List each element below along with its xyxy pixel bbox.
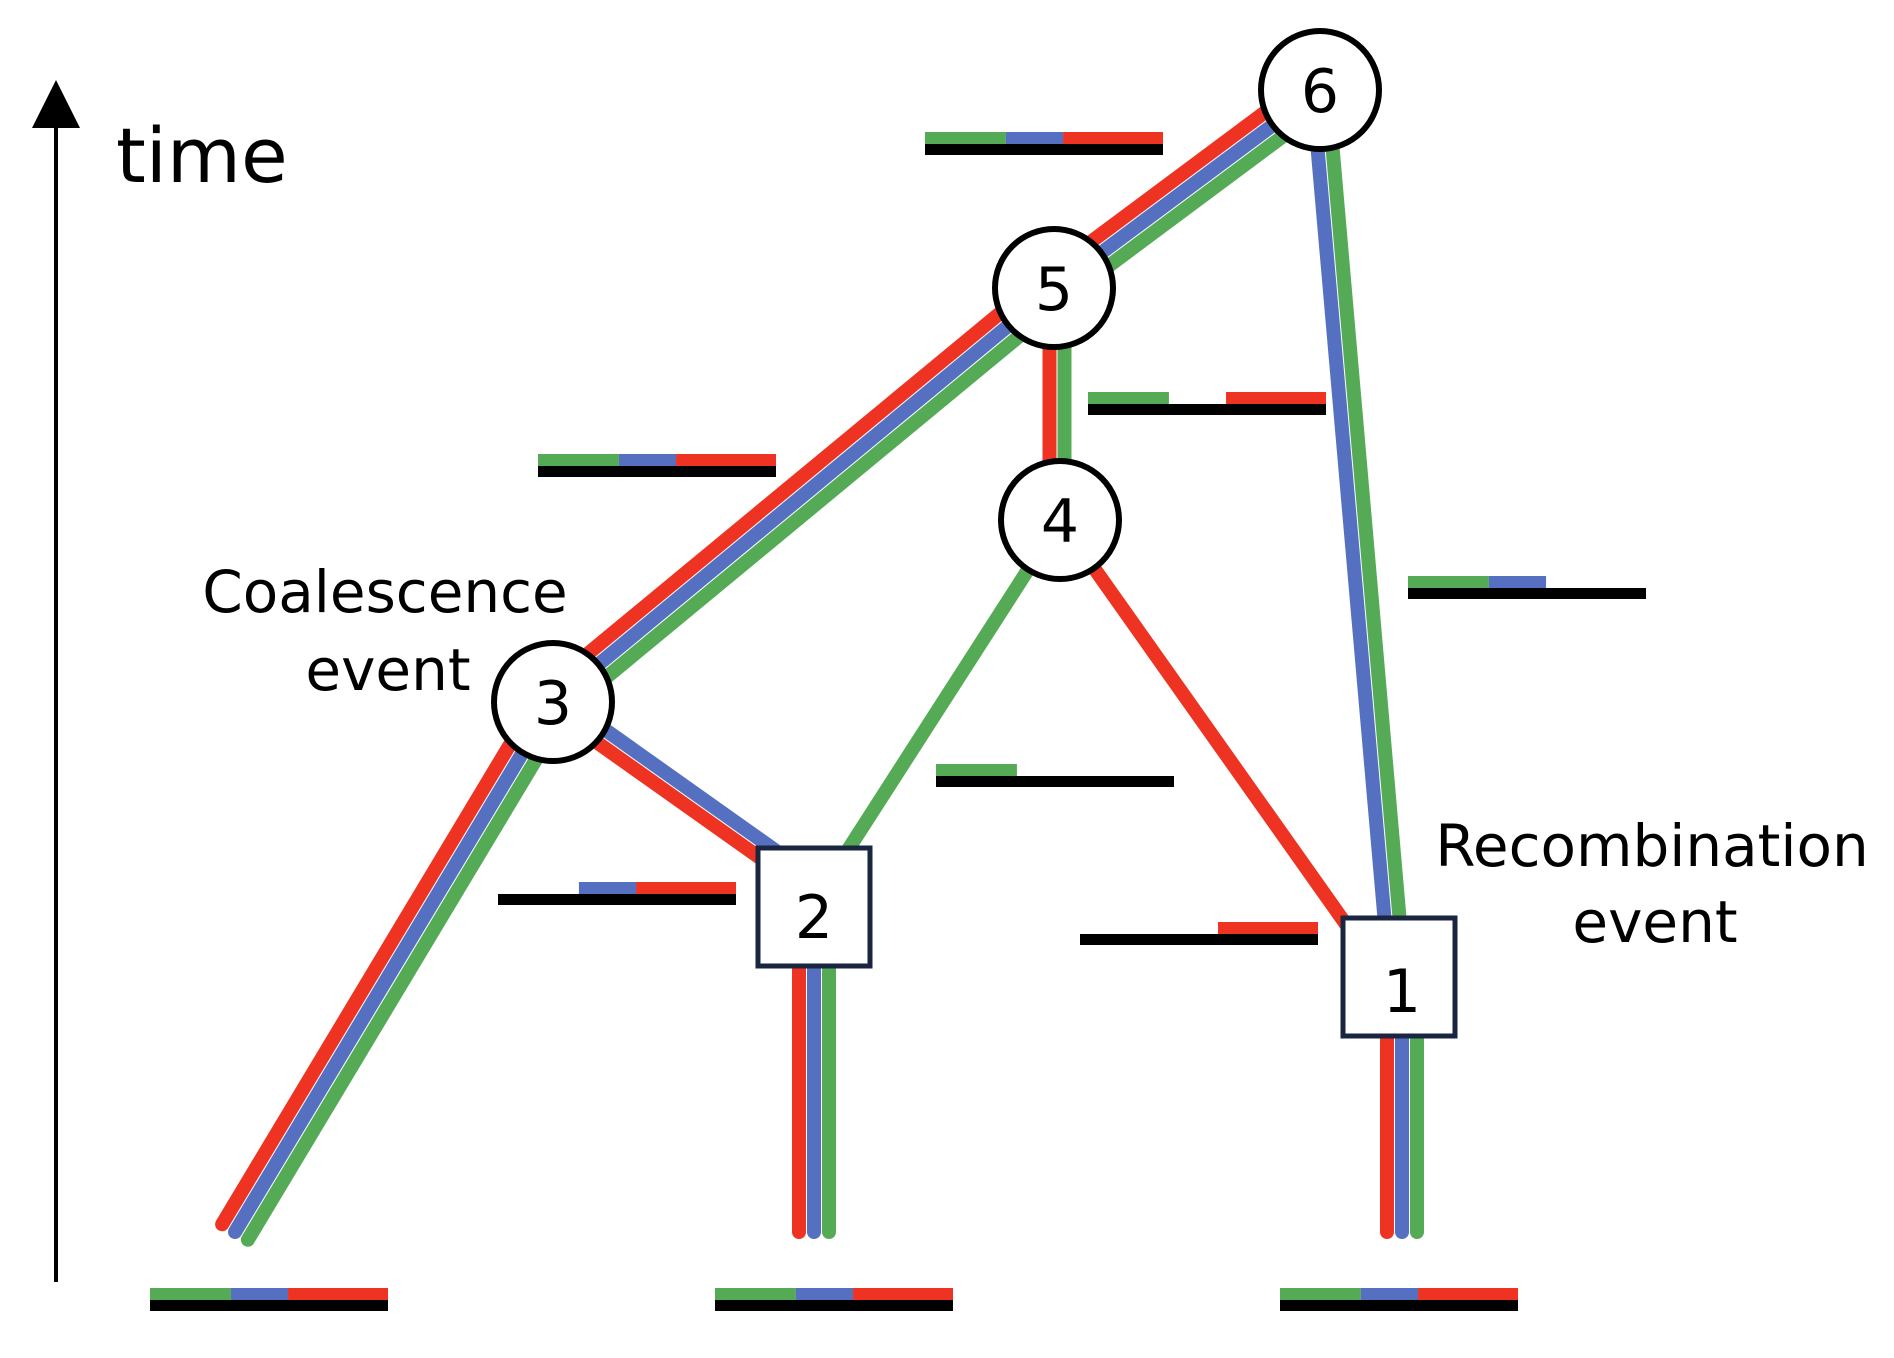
sequence-segment-sample-1-blue: [230, 1288, 289, 1300]
lineage-edge-3-5-red: [536, 269, 1052, 698]
sequence-segment-edge-5-6-green: [925, 132, 1006, 144]
coalescence-annotation-line-1: Coalescence: [202, 558, 567, 626]
sequence-segment-edge-3-5-blue: [618, 454, 677, 466]
sequence-segment-sample-2-red: [853, 1288, 953, 1300]
lineage-edge-1-6-blue: [1305, 83, 1392, 926]
sequence-segment-edge-2-3-red: [636, 882, 736, 894]
sequence-segment-sample-3-red: [1418, 1288, 1518, 1300]
time-axis-arrowhead-icon: [32, 80, 80, 128]
sequence-segment-sample-2-blue: [795, 1288, 854, 1300]
lineage-edge-3-5-blue: [546, 281, 1061, 709]
sequence-segment-edge-4-5-red: [1226, 392, 1326, 404]
recombination-annotation: Recombination event: [1435, 812, 1869, 956]
sequence-segment-sample-1-green: [150, 1288, 231, 1300]
sequence-segment-sample-3-green: [1280, 1288, 1361, 1300]
recombination-annotation-line-2: event: [1572, 888, 1737, 956]
sequence-bar-edge-1-4: [1080, 934, 1318, 945]
sequence-bar-edge-1-6: [1408, 588, 1646, 599]
sequence-segment-edge-3-5-green: [538, 454, 619, 466]
sequence-bar-sample-3: [1280, 1300, 1518, 1311]
sequence-bar-edge-2-4: [936, 776, 1174, 787]
nodes: 6 5 4 3 2 1: [491, 28, 1458, 1039]
sequence-segment-sample-1-red: [288, 1288, 388, 1300]
node-4: 4: [998, 458, 1122, 582]
recombination-annotation-line-1: Recombination: [1435, 812, 1869, 880]
sequence-segment-edge-1-6-green: [1408, 576, 1489, 588]
node-label: 2: [795, 883, 833, 953]
node-1: 1: [1340, 915, 1458, 1039]
lineage-edge-1-6-green: [1320, 82, 1407, 925]
lineage-sample-1-green: [240, 702, 573, 1247]
sequence-segment-sample-3-blue: [1360, 1288, 1419, 1300]
sequence-segment-edge-1-4-red: [1218, 922, 1318, 934]
sequence-segment-edge-5-6-blue: [1005, 132, 1064, 144]
sequence-segment-edge-1-6-blue: [1488, 576, 1547, 588]
node-label: 1: [1383, 957, 1421, 1027]
node-6: 6: [1258, 28, 1382, 152]
sequence-bar-edge-5-6: [925, 144, 1163, 155]
sequence-bars: [150, 132, 1646, 1311]
sequence-bar-sample-2: [715, 1300, 953, 1311]
sequence-bar-edge-4-5: [1088, 404, 1326, 415]
lineage-edge-1-4-red: [1053, 513, 1357, 937]
sequence-bar-sample-1: [150, 1300, 388, 1311]
lineage-edge-3-5-green: [555, 292, 1071, 721]
sequence-segment-edge-2-4-green: [936, 764, 1017, 776]
sequence-segment-edge-5-6-red: [1063, 132, 1163, 144]
lineage-sample-1-blue: [228, 695, 560, 1239]
coalescence-annotation: Coalescence event: [202, 558, 567, 704]
node-5: 5: [992, 226, 1116, 350]
sequence-segment-edge-4-5-green: [1088, 392, 1169, 404]
node-label: 4: [1041, 487, 1079, 557]
coalescence-annotation-line-2: event: [305, 636, 470, 704]
sequence-bar-edge-3-5: [538, 466, 776, 477]
node-3: 3: [491, 640, 615, 764]
node-label: 3: [534, 669, 572, 739]
time-axis: time: [32, 80, 288, 1282]
sequence-segment-sample-2-green: [715, 1288, 796, 1300]
node-label: 6: [1301, 57, 1339, 127]
sequence-segment-edge-2-3-blue: [578, 882, 637, 894]
lineage-sample-1-red: [215, 687, 548, 1232]
sequence-segment-edge-3-5-red: [676, 454, 776, 466]
lineage-edge-2-4-green: [828, 513, 1067, 877]
node-label: 5: [1035, 255, 1073, 325]
sequence-bar-edge-2-3: [498, 894, 736, 905]
time-axis-label: time: [116, 111, 288, 200]
node-2: 2: [755, 845, 873, 969]
